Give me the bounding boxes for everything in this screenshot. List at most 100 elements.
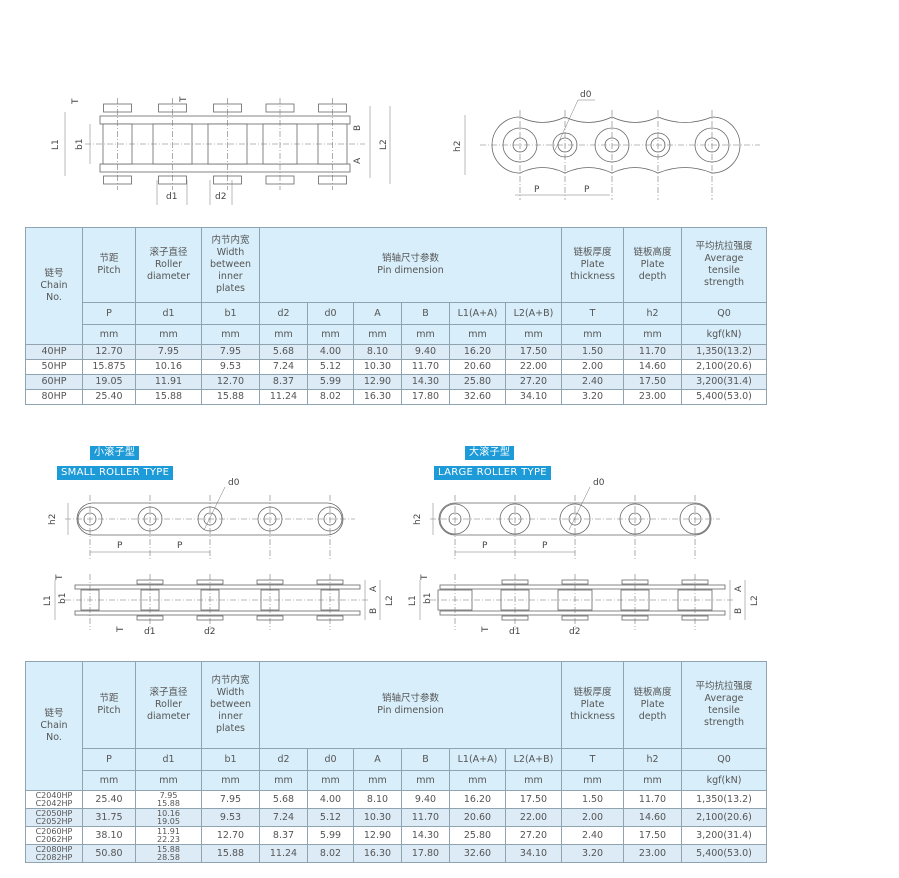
label-L2: L2 xyxy=(385,595,395,606)
label-B: B xyxy=(353,125,363,131)
cell-roller-diameter: 11.91 xyxy=(135,374,202,390)
cell-value: 1,350(13.2) xyxy=(681,790,768,809)
header-text: Plate xyxy=(640,259,665,270)
label-A: A xyxy=(734,585,744,592)
header-unit: mm xyxy=(201,770,260,791)
header-text: 平均抗拉强度 xyxy=(695,681,753,692)
cell-value: 5.68 xyxy=(259,344,308,360)
cell-value: 16.20 xyxy=(449,344,506,360)
label-b1: b1 xyxy=(58,593,68,604)
cell-value: 20.60 xyxy=(449,808,506,827)
header-text: 内节内宽 xyxy=(211,235,250,246)
header-unit: mm xyxy=(561,324,625,345)
large-roller-title-cn: 大滚子型 xyxy=(465,446,515,460)
header-text: 节距 xyxy=(99,253,119,264)
header-unit: mm xyxy=(353,770,402,791)
cell-value: 17.50 xyxy=(623,826,683,845)
cell-value: 16.30 xyxy=(353,389,402,405)
header-unit: mm xyxy=(401,770,450,791)
cell-chain-no-value: C2042HP xyxy=(35,798,73,808)
header-unit: mm xyxy=(561,770,625,791)
header-text: Pitch xyxy=(97,265,121,276)
label-P2: P xyxy=(177,541,183,551)
label-h2: h2 xyxy=(413,514,423,525)
label-L1: L1 xyxy=(51,139,61,150)
label-d1: d1 xyxy=(509,627,520,637)
cell-value: 11.24 xyxy=(259,389,308,405)
header-unit: mm xyxy=(623,770,683,791)
cell-value: 25.40 xyxy=(82,790,136,809)
cell-roller-diameter-value: 19.05 xyxy=(157,816,180,826)
cell-value: 17.50 xyxy=(504,344,563,360)
cell-roller-diameter: 7.95 xyxy=(135,344,202,360)
header-text: Average xyxy=(704,693,744,704)
label-P: P xyxy=(584,185,590,195)
header-text: 销轴尺寸参数 xyxy=(382,253,440,264)
cell-value: 16.20 xyxy=(449,790,506,809)
label-T: T xyxy=(116,626,126,633)
label-b1: b1 xyxy=(423,593,433,604)
cell-roller-diameter-value: 15.88 xyxy=(157,844,180,854)
cell-value: 2.00 xyxy=(561,359,625,375)
header-symbol: d1 xyxy=(135,302,202,325)
label-L1: L1 xyxy=(408,595,418,606)
cell-value: 7.24 xyxy=(259,359,308,375)
cell-chain-no: 60HP xyxy=(25,374,83,390)
label-P1: P xyxy=(117,541,123,551)
header-text: Plate xyxy=(580,699,605,710)
cell-chain-no-value: 60HP xyxy=(41,376,67,387)
cell-value: 5,400(53.0) xyxy=(681,389,768,405)
label-d0: d0 xyxy=(228,478,240,488)
header-text: between xyxy=(209,259,252,270)
cell-value: 7.95 xyxy=(201,790,260,809)
cell-roller-diameter-value: 11.91 xyxy=(157,826,180,836)
cell-value: 11.70 xyxy=(623,344,683,360)
cell-value: 22.00 xyxy=(504,808,563,827)
header-text: 节距 xyxy=(99,693,119,704)
cell-value: 17.80 xyxy=(401,844,450,863)
header-unit: mm xyxy=(82,324,136,345)
header-unit: mm xyxy=(259,324,308,345)
header-symbol: b1 xyxy=(201,302,260,325)
cell-value: 2.40 xyxy=(561,826,625,845)
label-T: T xyxy=(179,96,189,103)
cell-value: 20.60 xyxy=(449,359,506,375)
label-d2: d2 xyxy=(569,627,580,637)
header-symbol: L1(A+A) xyxy=(449,302,506,325)
header-symbol: d2 xyxy=(259,748,308,771)
cell-value: 34.10 xyxy=(504,389,563,405)
cell-value: 14.60 xyxy=(623,359,683,375)
header-text: strength xyxy=(704,277,745,288)
cell-roller-diameter: 10.16 xyxy=(135,359,202,375)
header-text: plates xyxy=(215,723,245,734)
header-symbol: d1 xyxy=(135,748,202,771)
header-text: Chain xyxy=(40,720,68,731)
header-symbol: h2 xyxy=(623,302,683,325)
header-text: Width xyxy=(216,687,245,698)
cell-value: 3.20 xyxy=(561,844,625,863)
header-text: Roller xyxy=(154,259,182,270)
header-unit: mm xyxy=(504,770,563,791)
header-symbol: d0 xyxy=(307,748,354,771)
header-symbol: L2(A+B) xyxy=(504,748,563,771)
cell-value: 32.60 xyxy=(449,844,506,863)
header-text: thickness xyxy=(570,711,615,722)
label-T: T xyxy=(481,626,491,633)
header-text: Pitch xyxy=(97,705,121,716)
cell-value: 7.24 xyxy=(259,808,308,827)
cell-value: 11.70 xyxy=(623,790,683,809)
label-B: B xyxy=(369,608,379,614)
cell-value: 17.80 xyxy=(401,389,450,405)
cell-value: 12.70 xyxy=(82,344,136,360)
label-L2: L2 xyxy=(379,139,389,150)
header-text: diameter xyxy=(146,711,191,722)
header-text: 链板厚度 xyxy=(573,247,612,258)
cell-value: 34.10 xyxy=(504,844,563,863)
